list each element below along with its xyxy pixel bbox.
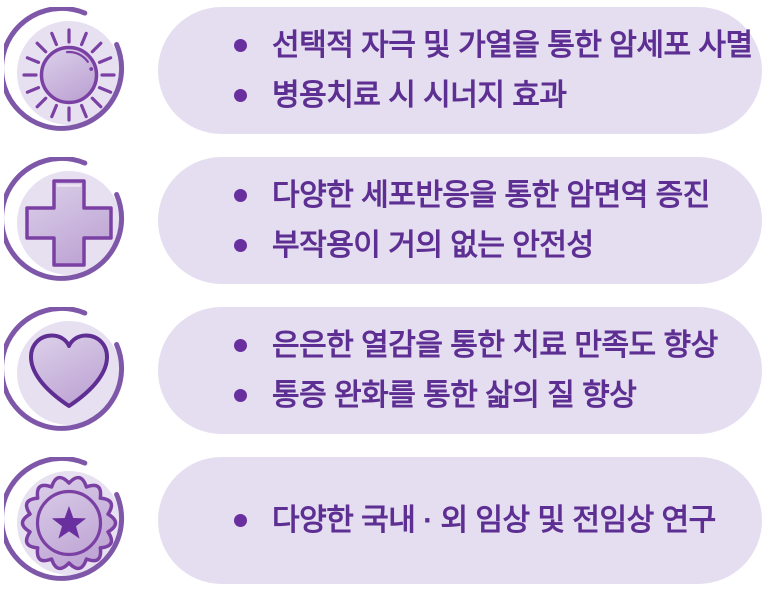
bullet-item: 통증 완화를 통한 삶의 질 향상 xyxy=(234,378,762,414)
bullet-text: 통증 완화를 통한 삶의 질 향상 xyxy=(272,378,637,412)
icon-cell xyxy=(0,450,150,600)
bullet-dot xyxy=(234,389,247,402)
benefit-row-quality-of-life: 은은한 열감을 통한 치료 만족도 향상 통증 완화를 통한 삶의 질 향상 xyxy=(0,300,768,450)
bullet-text: 다양한 세포반응을 통한 암면역 증진 xyxy=(272,178,710,212)
benefit-card: 선택적 자극 및 가열을 통한 암세포 사멸 병용치료 시 시너지 효과 xyxy=(158,7,762,134)
bullet-item: 병용치료 시 시너지 효과 xyxy=(234,78,762,114)
benefit-row-clinical-research: 다양한 국내 · 외 임상 및 전임상 연구 xyxy=(0,450,768,600)
bullet-item: 부작용이 거의 없는 안전성 xyxy=(234,228,762,264)
bullet-item: 다양한 국내 · 외 임상 및 전임상 연구 xyxy=(234,503,762,539)
bullet-dot xyxy=(234,339,247,352)
bullet-text: 부작용이 거의 없는 안전성 xyxy=(272,228,594,262)
icon-cell xyxy=(0,150,150,300)
benefit-row-immunity: 다양한 세포반응을 통한 암면역 증진 부작용이 거의 없는 안전성 xyxy=(0,150,768,300)
sun-icon xyxy=(4,7,134,137)
icon-cell xyxy=(0,300,150,450)
bullet-text: 은은한 열감을 통한 치료 만족도 향상 xyxy=(272,328,718,362)
bullet-dot xyxy=(234,189,247,202)
icon-cell xyxy=(0,0,150,150)
benefit-card: 은은한 열감을 통한 치료 만족도 향상 통증 완화를 통한 삶의 질 향상 xyxy=(158,307,762,434)
bullet-text: 선택적 자극 및 가열을 통한 암세포 사멸 xyxy=(272,28,753,62)
award-badge-icon xyxy=(4,457,134,587)
benefit-row-selective-heating: 선택적 자극 및 가열을 통한 암세포 사멸 병용치료 시 시너지 효과 xyxy=(0,0,768,150)
bullet-text: 다양한 국내 · 외 임상 및 전임상 연구 xyxy=(272,503,716,537)
bullet-dot xyxy=(234,89,247,102)
medical-cross-icon xyxy=(4,157,134,287)
benefit-card: 다양한 국내 · 외 임상 및 전임상 연구 xyxy=(158,457,762,584)
bullet-item: 다양한 세포반응을 통한 암면역 증진 xyxy=(234,178,762,214)
bullet-item: 은은한 열감을 통한 치료 만족도 향상 xyxy=(234,328,762,364)
benefit-card: 다양한 세포반응을 통한 암면역 증진 부작용이 거의 없는 안전성 xyxy=(158,157,762,284)
bullet-text: 병용치료 시 시너지 효과 xyxy=(272,78,567,112)
bullet-dot xyxy=(234,39,247,52)
star-icon xyxy=(51,506,87,539)
bullet-dot xyxy=(234,514,247,527)
bullet-item: 선택적 자극 및 가열을 통한 암세포 사멸 xyxy=(234,28,762,64)
bullet-dot xyxy=(234,239,247,252)
heart-icon xyxy=(4,307,134,437)
